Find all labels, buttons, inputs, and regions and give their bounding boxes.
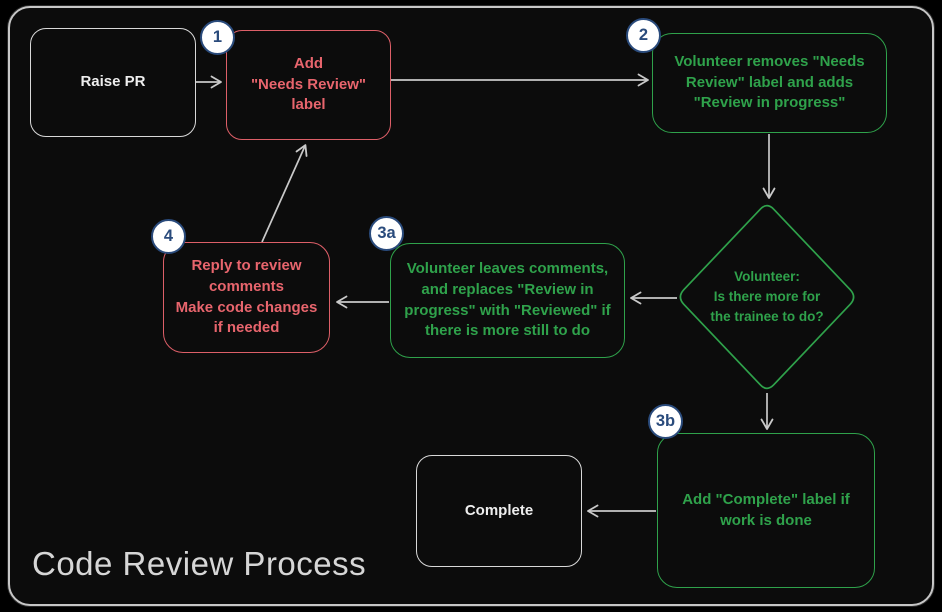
step-badge-3b: 3b <box>648 404 683 439</box>
node-step3b-add-complete: Add "Complete" label if work is done <box>657 433 875 588</box>
node-raise-pr: Raise PR <box>30 28 196 137</box>
diagram-card <box>8 6 934 606</box>
node-decision-label: Volunteer: Is there more for the trainee… <box>710 268 824 325</box>
step-badge-2: 2 <box>626 18 661 53</box>
decision-diamond-shape <box>679 204 855 390</box>
node-step4-reply-comments: Reply to review comments Make code chang… <box>163 242 330 353</box>
step-badge-3a: 3a <box>369 216 404 251</box>
step-badge-1: 1 <box>200 20 235 55</box>
diagram-title: Code Review Process <box>32 545 367 582</box>
node-step2-volunteer-removes: Volunteer removes "Needs Review" label a… <box>652 33 887 133</box>
step-badge-4: 4 <box>151 219 186 254</box>
node-step1-add-needs-review: Add "Needs Review" label <box>226 30 391 140</box>
node-step3a-leaves-comments: Volunteer leaves comments, and replaces … <box>390 243 625 358</box>
arrow-step4-to-step1 <box>261 144 308 243</box>
node-complete: Complete <box>416 455 582 567</box>
